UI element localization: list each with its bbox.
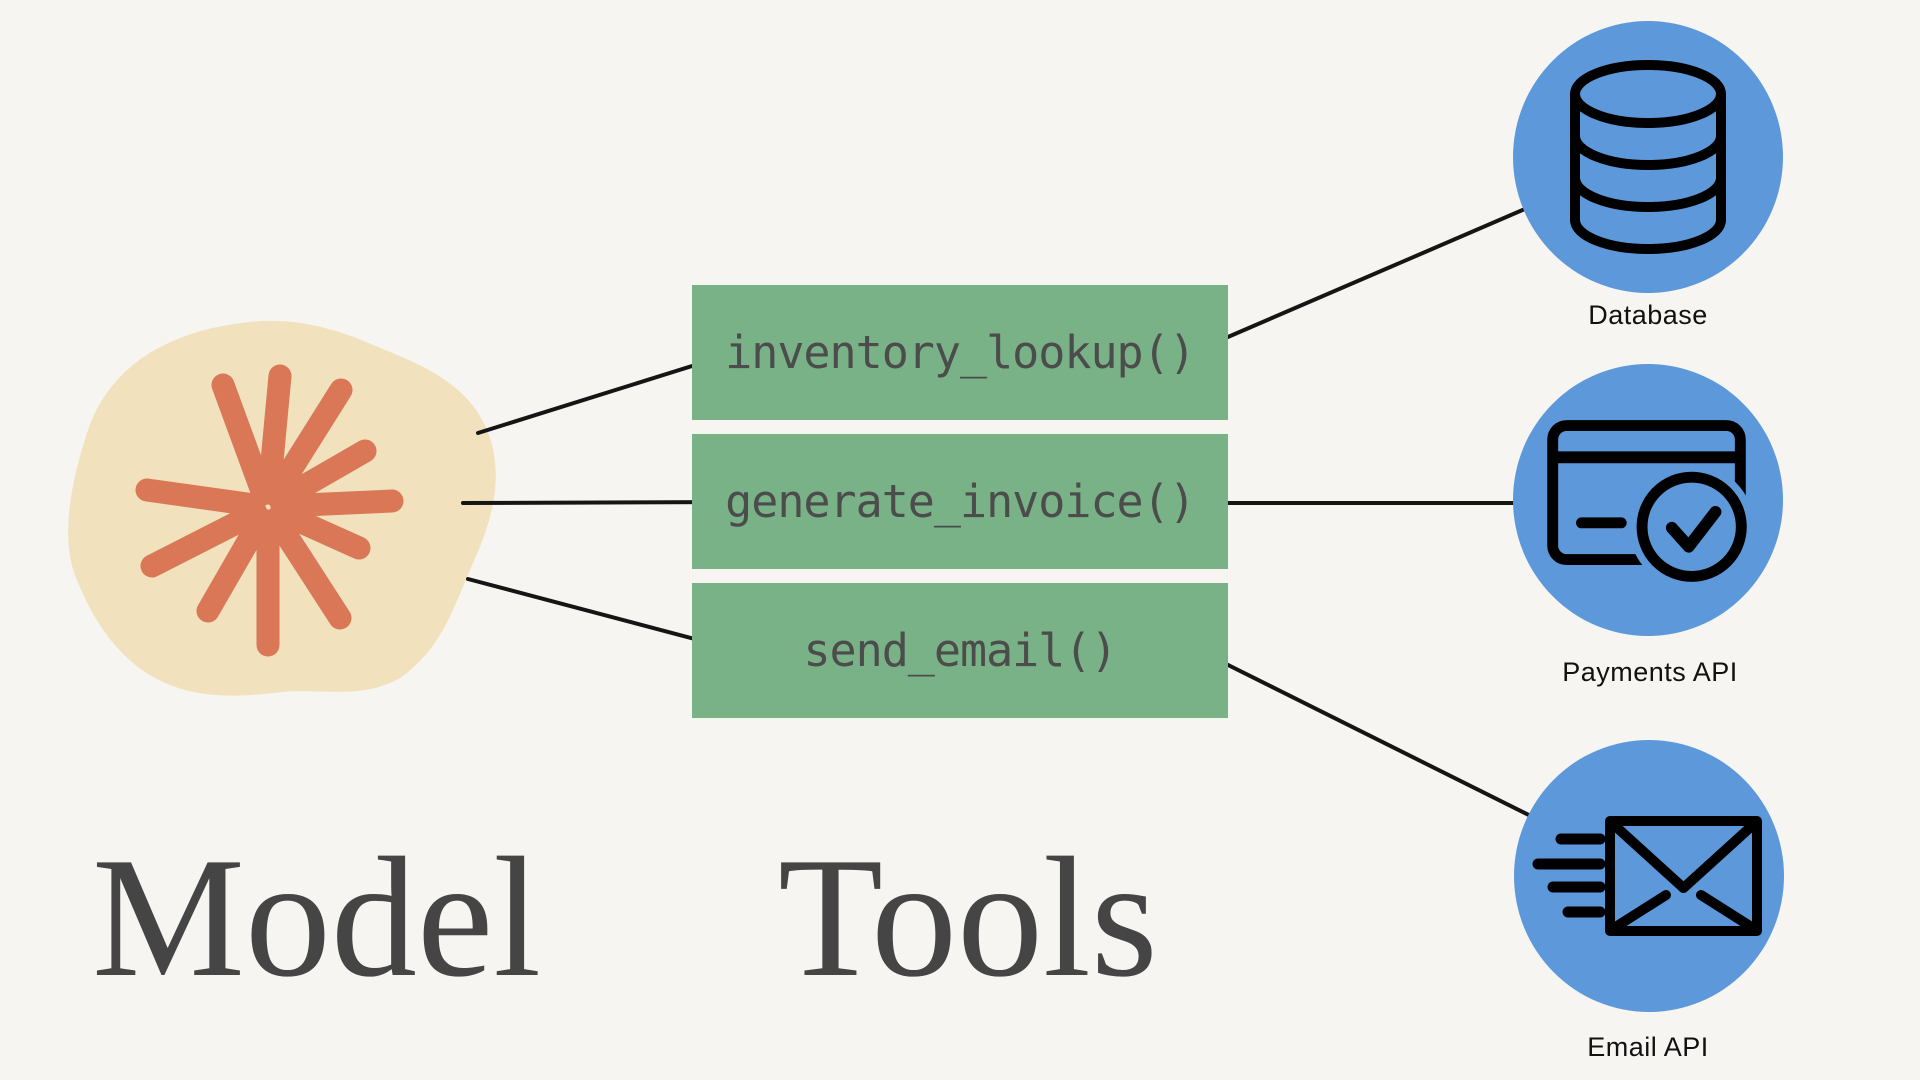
tool-function-name: inventory_lookup(): [725, 326, 1196, 379]
service-label-email: Email API: [1587, 1032, 1709, 1062]
tool-function-name: send_email(): [803, 624, 1117, 677]
service-circle-database: [1513, 21, 1783, 293]
service-label-database: Database: [1588, 300, 1708, 330]
tools-heading: Tools: [778, 823, 1158, 1013]
service-label-payments: Payments API: [1562, 657, 1738, 687]
service-circle-payments: [1513, 364, 1783, 636]
tool-function-name: generate_invoice(): [725, 475, 1196, 528]
model-heading: Model: [92, 823, 542, 1013]
tool-box-send-email: send_email(): [692, 583, 1228, 718]
speeding-email-icon: [1532, 816, 1762, 936]
database-icon: [1570, 60, 1726, 254]
model-starburst-icon: [135, 364, 404, 657]
payment-card-check-icon: [1547, 420, 1755, 590]
tool-box-generate-invoice: generate_invoice(): [692, 434, 1228, 569]
tool-box-inventory-lookup: inventory_lookup(): [692, 285, 1228, 420]
service-circle-email: [1514, 740, 1784, 1012]
